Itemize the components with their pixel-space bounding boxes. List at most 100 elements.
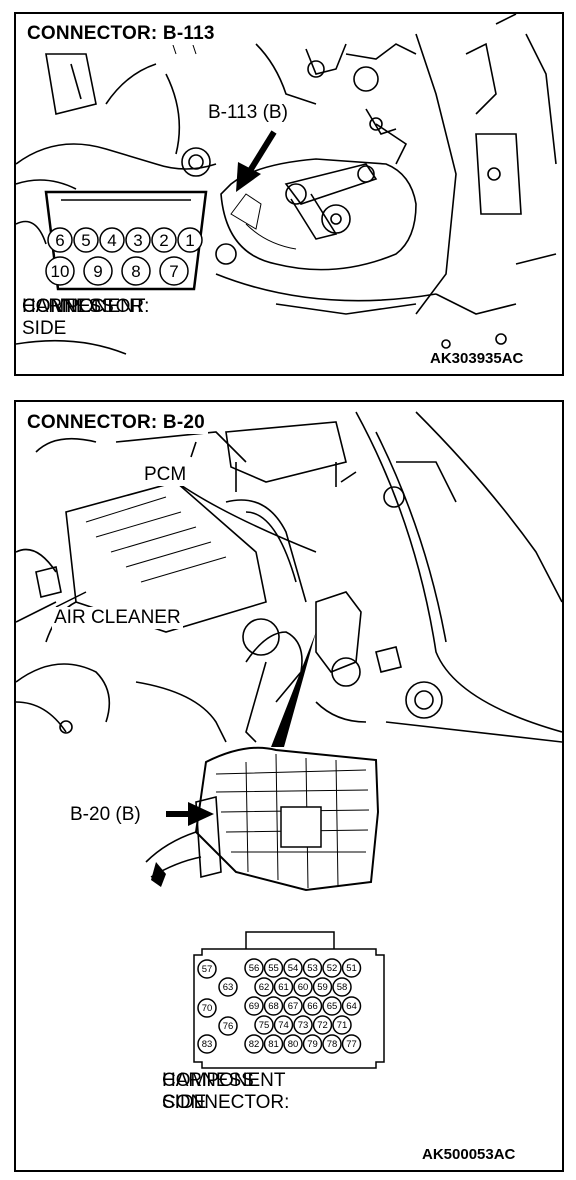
svg-text:55: 55: [268, 963, 279, 974]
svg-text:61: 61: [278, 982, 289, 993]
pcm-label: PCM: [142, 464, 189, 486]
svg-text:8: 8: [131, 262, 140, 281]
svg-text:65: 65: [327, 1001, 338, 1012]
connector-b113-title: CONNECTOR: B-113: [24, 23, 218, 45]
svg-text:10: 10: [51, 262, 70, 281]
svg-text:3: 3: [133, 231, 142, 250]
b20-pin-77: 77: [341, 1034, 362, 1054]
pcm-enlarged-view: [145, 746, 380, 892]
b20-pin-59: 59: [312, 977, 333, 997]
b113-pin-5: 5: [73, 227, 99, 253]
svg-text:79: 79: [307, 1039, 318, 1050]
b20-pin-78: 78: [322, 1034, 342, 1054]
b20-pin-54: 54: [283, 958, 303, 978]
engine-linework-bottom: [16, 411, 562, 743]
engine-linework-top: [16, 14, 557, 355]
b113-pin-3: 3: [125, 227, 151, 253]
svg-text:81: 81: [268, 1039, 279, 1050]
svg-text:69: 69: [249, 1001, 260, 1012]
b113-pin-8: 8: [121, 256, 151, 286]
svg-text:66: 66: [307, 1001, 318, 1012]
b113-callout-label: B-113 (B): [206, 102, 290, 124]
callout-arrow-b113: [236, 130, 277, 192]
b113-pin-7: 7: [159, 256, 189, 286]
svg-text:68: 68: [268, 1001, 279, 1012]
b20-pin-73: 73: [293, 1015, 313, 1035]
b20-pin-57: 57: [197, 959, 217, 979]
svg-text:4: 4: [107, 231, 116, 250]
b20-pin-74: 74: [273, 1015, 294, 1035]
callout-arrow-b20: [166, 802, 214, 826]
b113-pin-9: 9: [83, 256, 113, 286]
b20-harness-label-line-2: COMPONENT SIDE: [162, 1070, 286, 1113]
svg-text:62: 62: [259, 982, 270, 993]
b113-pin-6: 6: [47, 227, 73, 253]
svg-text:77: 77: [346, 1039, 357, 1050]
b20-pin-72: 72: [312, 1015, 333, 1035]
b113-pin-10: 10: [45, 256, 75, 286]
b20-pin-64: 64: [341, 996, 362, 1016]
figure-code-top: AK303935AC: [428, 350, 526, 367]
b20-pin-53: 53: [302, 958, 323, 978]
svg-text:51: 51: [346, 963, 357, 974]
engine-bay-illustration-bottom: 57 63 70 76 83 56 55 54 53 52 51 62 61 60 59 58 69 68 67 66…: [16, 411, 562, 1069]
b20-pin-82: 82: [244, 1034, 264, 1054]
b20-pin-61: 61: [273, 977, 294, 997]
b20-pin-67: 67: [283, 996, 303, 1016]
b20-pin-62: 62: [254, 977, 274, 997]
b113-pin-1: 1: [177, 227, 203, 253]
svg-text:7: 7: [169, 262, 178, 281]
b20-pin-76: 76: [218, 1016, 238, 1036]
harness-label-line-2: CONNECTOR:: [22, 296, 150, 317]
air-cleaner-leader-line: [55, 591, 87, 608]
b20-pin-66: 66: [302, 996, 323, 1016]
b20-pin-80: 80: [283, 1034, 303, 1054]
svg-text:80: 80: [288, 1039, 299, 1050]
b20-pin-60: 60: [293, 977, 313, 997]
b113-pin-2: 2: [151, 227, 177, 253]
svg-text:78: 78: [327, 1039, 338, 1050]
svg-text:67: 67: [288, 1001, 299, 1012]
b20-pin-69: 69: [244, 996, 264, 1016]
svg-text:52: 52: [327, 963, 338, 974]
figure-code-bottom: AK500053AC: [420, 1146, 518, 1163]
b20-callout-label: B-20 (B): [68, 804, 143, 826]
harness-label-line-1: HARNESS: [22, 296, 114, 317]
b113-pin-4: 4: [99, 227, 125, 253]
svg-text:74: 74: [278, 1020, 289, 1031]
b20-pin-83: 83: [197, 1034, 217, 1054]
svg-text:72: 72: [317, 1020, 328, 1031]
svg-text:5: 5: [81, 231, 90, 250]
air-cleaner-label: AIR CLEANER: [52, 607, 183, 629]
b20-pin-79: 79: [302, 1034, 323, 1054]
svg-text:73: 73: [298, 1020, 309, 1031]
svg-text:76: 76: [223, 1021, 234, 1032]
svg-text:53: 53: [307, 963, 318, 974]
svg-text:60: 60: [298, 982, 309, 993]
svg-text:9: 9: [93, 262, 102, 281]
b20-pin-70: 70: [197, 998, 217, 1018]
svg-text:59: 59: [317, 982, 328, 993]
b20-pin-68: 68: [263, 996, 284, 1016]
b20-pin-55: 55: [263, 958, 284, 978]
b20-pin-51: 51: [341, 958, 362, 978]
svg-text:58: 58: [337, 982, 348, 993]
b20-pin-81: 81: [263, 1034, 284, 1054]
svg-text:56: 56: [249, 963, 260, 974]
svg-text:2: 2: [159, 231, 168, 250]
b20-pin-52: 52: [322, 958, 342, 978]
svg-text:71: 71: [337, 1020, 348, 1031]
svg-text:83: 83: [202, 1039, 213, 1050]
pcm-zoom-pointer: [271, 632, 316, 747]
b20-pin-63: 63: [218, 977, 238, 997]
svg-text:75: 75: [259, 1020, 270, 1031]
svg-text:57: 57: [202, 964, 213, 975]
b20-harness-label-line-1: HARNESS CONNECTOR:: [162, 1070, 290, 1113]
svg-text:70: 70: [202, 1003, 213, 1014]
b20-pin-58: 58: [332, 977, 352, 997]
svg-text:64: 64: [346, 1001, 357, 1012]
svg-text:82: 82: [249, 1039, 260, 1050]
connector-b20-panel: 57 63 70 76 83 56 55 54 53 52 51 62 61 60 59 58 69 68 67 66…: [14, 400, 564, 1172]
